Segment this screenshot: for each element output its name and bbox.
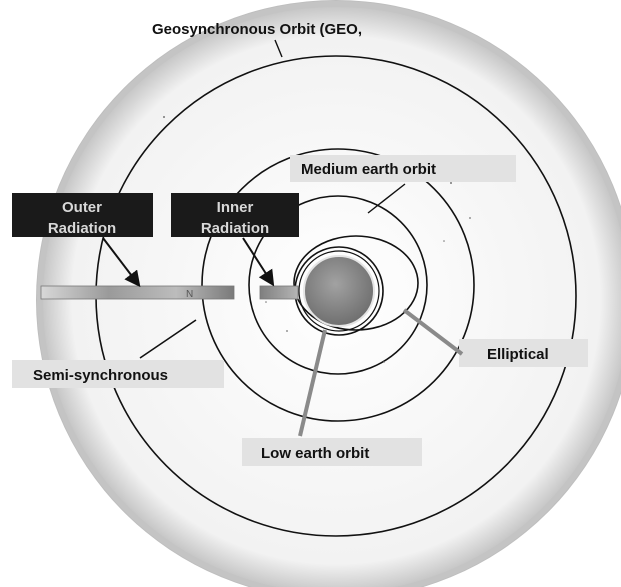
- outer-radiation-label-line1: Outer: [62, 199, 102, 216]
- outer-radiation-belt: [41, 286, 234, 299]
- belt-marker: N: [186, 289, 193, 300]
- inner-radiation-label-line2: Radiation: [201, 220, 269, 237]
- meo-label: Medium earth orbit: [301, 161, 436, 178]
- inner-radiation-belt: [260, 286, 298, 299]
- inner-radiation-label-line1: Inner: [217, 199, 254, 216]
- geo-label: Geosynchronous Orbit (GEO,: [152, 21, 362, 38]
- elliptical-label: Elliptical: [487, 346, 549, 363]
- leo-label: Low earth orbit: [261, 445, 369, 462]
- earth: [304, 256, 374, 326]
- semi-synchronous-label: Semi-synchronous: [33, 367, 168, 384]
- outer-radiation-label-line2: Radiation: [48, 220, 116, 237]
